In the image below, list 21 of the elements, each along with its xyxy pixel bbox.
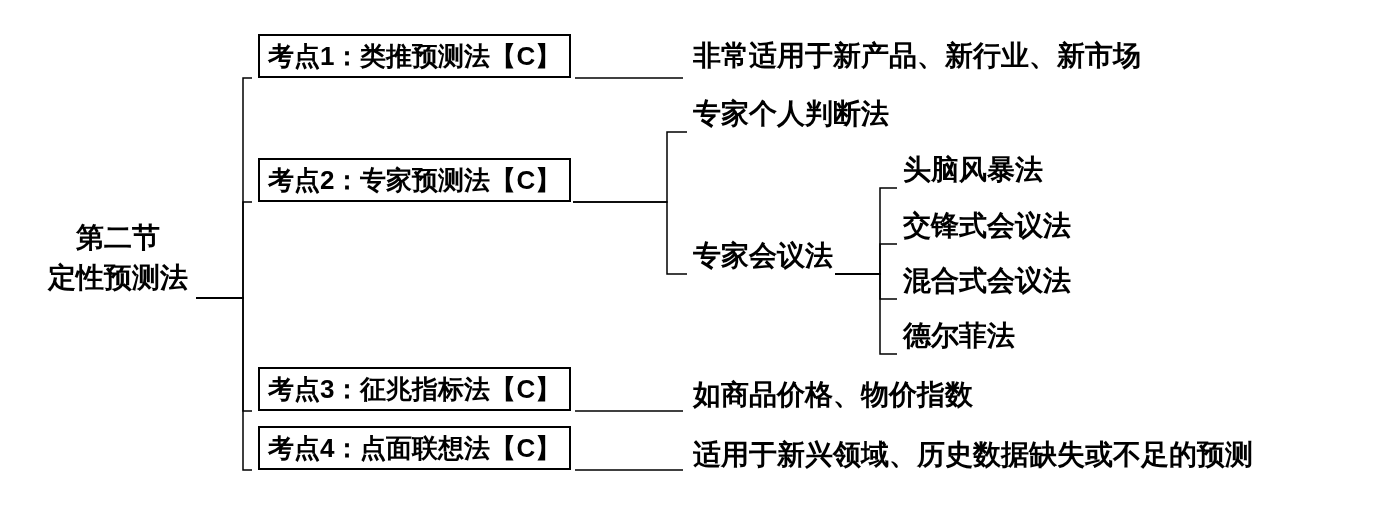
connector-line	[574, 410, 684, 412]
topic-box: 考点4：点面联想法【C】	[258, 426, 572, 470]
item-text: 混合式会议法	[903, 265, 1071, 296]
section-title: 定性预测法	[48, 261, 188, 295]
item-text: 头脑风暴法	[903, 154, 1043, 185]
item-text: 专家会议法	[693, 240, 833, 271]
topic-box: 考点1：类推预测法【C】	[258, 34, 572, 78]
item-text: 德尔菲法	[903, 320, 1015, 351]
item-text: 专家个人判断法	[693, 98, 889, 129]
connector-line	[574, 77, 684, 79]
item-text: 非常适用于新产品、新行业、新市场	[693, 40, 1141, 71]
topic-box: 考点3：征兆指标法【C】	[258, 367, 572, 411]
connector-line	[195, 297, 253, 471]
connector-line	[572, 201, 688, 275]
item-text: 交锋式会议法	[903, 210, 1071, 241]
section-title: 第二节	[76, 221, 160, 255]
connector-line	[574, 469, 684, 471]
item-text: 如商品价格、物价指数	[693, 379, 973, 410]
connector-line	[834, 273, 898, 355]
item-text: 适用于新兴领域、历史数据缺失或不足的预测	[693, 439, 1253, 470]
topic-box: 考点2：专家预测法【C】	[258, 158, 572, 202]
